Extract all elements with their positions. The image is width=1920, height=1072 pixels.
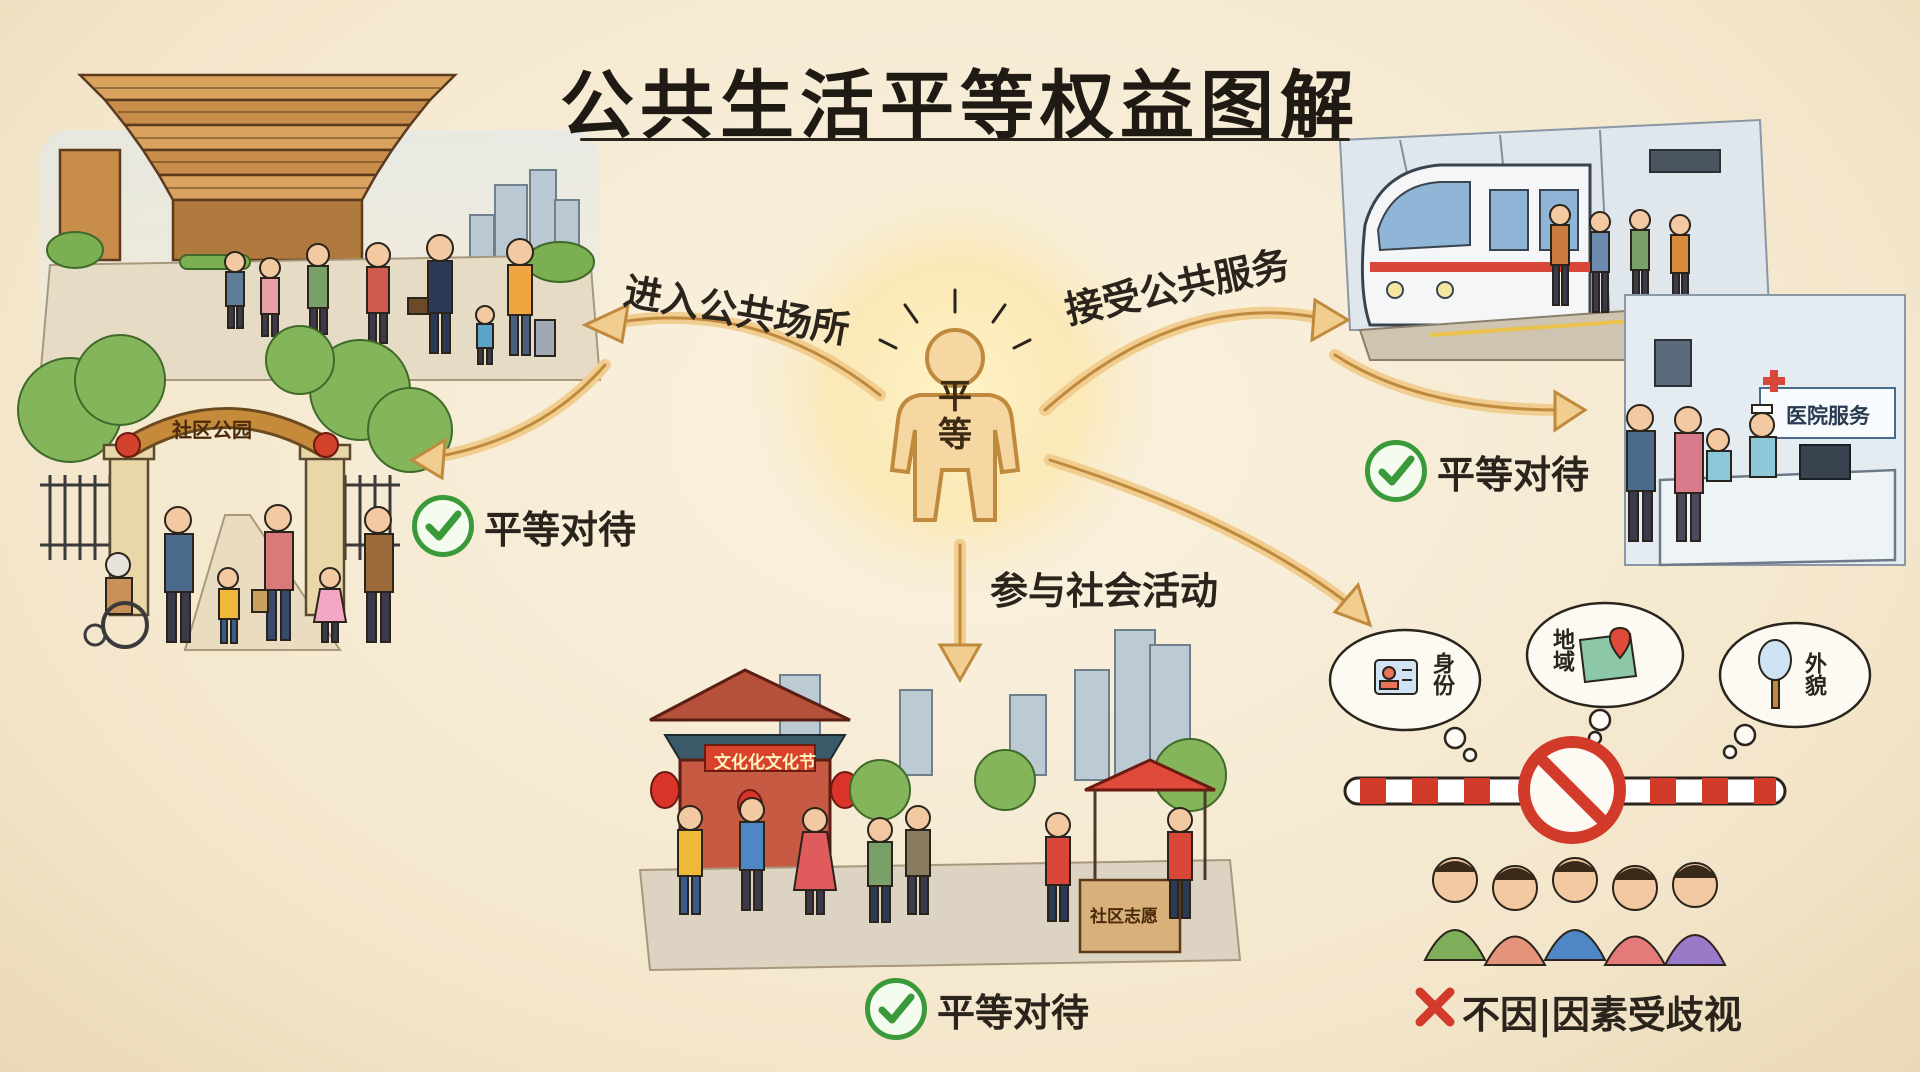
result-park-label: 平等对待 [484, 507, 637, 552]
hospital-scene [1624, 294, 1906, 567]
result-hospital-label: 平等对待 [1437, 452, 1590, 497]
glow-rays [878, 288, 1032, 350]
branch-label-join-social-activities: 参与社会活动 [990, 569, 1219, 613]
result-festival-label: 平等对待 [937, 990, 1090, 1035]
factor-label-appearance: 外貌 [1801, 652, 1826, 696]
figure-glow [725, 160, 1185, 620]
public-place-scene [38, 73, 602, 381]
festival-scene [638, 629, 1242, 972]
result-park: 平等对待 [412, 495, 636, 557]
title-underline [580, 138, 1350, 141]
equality-figure-label: 平 等 [935, 378, 975, 454]
sign-festival-banner: 文化化文化节 [714, 753, 816, 773]
sign-hospital-desk: 医院服务 [1786, 404, 1870, 428]
check-icon [1365, 440, 1427, 502]
result-hospital: 平等对待 [1365, 440, 1589, 502]
sign-park-gate: 社区公园 [172, 418, 252, 442]
arrow-heads [409, 297, 1588, 684]
community-park-scene [17, 325, 453, 651]
result-discrimination-label: 不因|因素受歧视 [1462, 993, 1742, 1037]
map-pin-icon [1578, 626, 1638, 684]
mirror-icon [1758, 639, 1792, 709]
factor-label-identity: 身份 [1429, 652, 1454, 696]
page-title: 公共生活平等权益图解 [560, 63, 1360, 149]
cross-icon [1415, 987, 1455, 1027]
figure-char-1: 平 [938, 377, 972, 417]
id-card-icon [1374, 659, 1418, 695]
equality-figure [889, 328, 1021, 522]
sign-volunteer-booth: 社区志愿 [1090, 907, 1158, 927]
check-icon [865, 978, 927, 1040]
factor-label-region: 地域 [1549, 628, 1574, 672]
figure-char-2: 等 [938, 415, 972, 455]
result-festival: 平等对待 [865, 978, 1089, 1040]
branch-arrows [424, 306, 1566, 656]
check-icon [412, 495, 474, 557]
